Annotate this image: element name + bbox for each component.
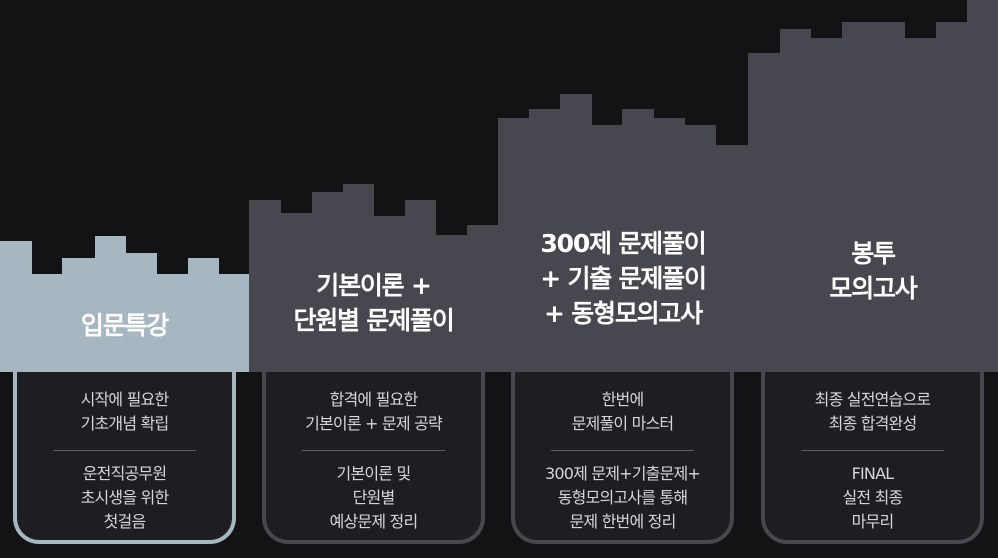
stage-1-title-line: 입문특강	[80, 311, 169, 340]
stage-3-detail: 300제 문제+기출문제+ 동형모의고사를 통해 문제 한번에 정리	[515, 462, 730, 534]
stage-3-title-line: 300제 문제풀이	[540, 229, 706, 258]
stage-4-title: 봉투 모의고사	[748, 236, 998, 306]
stage-3-title-line: + 동형모의고사	[543, 299, 703, 328]
summary-line: 시작에 필요한	[80, 390, 170, 409]
stage-3-summary: 한번에 문제풀이 마스터	[515, 388, 730, 436]
card-divider	[53, 450, 196, 451]
summary-line: 기초개념 확립	[80, 414, 170, 433]
stage-2-summary: 합격에 필요한 기본이론 + 문제 공략	[266, 388, 481, 436]
detail-line: 첫걸음	[103, 512, 147, 531]
stage-1-summary: 시작에 필요한 기초개념 확립	[17, 388, 232, 436]
stage-4-detail: FINAL 실전 최종 마무리	[765, 462, 980, 534]
card-divider	[801, 450, 944, 451]
summary-line: 합격에 필요한	[329, 390, 419, 409]
summary-line: 한번에	[601, 390, 645, 409]
stage-3-block	[498, 94, 748, 372]
stage-1-card: 시작에 필요한 기초개념 확립 운전직공무원 초시생을 위한 첫걸음	[13, 372, 236, 544]
summary-line: 문제풀이 마스터	[571, 414, 675, 433]
summary-line: 최종 합격완성	[828, 414, 918, 433]
card-divider	[551, 450, 694, 451]
detail-line: 단원별	[352, 488, 396, 507]
detail-line: 문제 한번에 정리	[569, 512, 676, 531]
summary-line: 기본이론 + 문제 공략	[305, 414, 443, 433]
stage-3-title: 300제 문제풀이 + 기출 문제풀이 + 동형모의고사	[498, 226, 748, 331]
stage-2-card: 합격에 필요한 기본이론 + 문제 공략 기본이론 및 단원별 예상문제 정리	[262, 372, 485, 544]
detail-line: 실전 최종	[842, 488, 904, 507]
card-divider	[302, 450, 445, 451]
detail-line: 예상문제 정리	[329, 512, 419, 531]
stage-2-title: 기본이론 + 단원별 문제풀이	[249, 268, 498, 338]
stage-4-title-line: 봉투	[851, 239, 896, 268]
stage-2-title-line: 단원별 문제풀이	[293, 306, 454, 335]
detail-line: 기본이론 및	[336, 464, 412, 483]
stage-4-summary: 최종 실전연습으로 최종 합격완성	[765, 388, 980, 436]
detail-line: 운전직공무원	[82, 464, 167, 483]
summary-line: 최종 실전연습으로	[814, 390, 931, 409]
detail-line: 동형모의고사를 통해	[557, 488, 688, 507]
stage-1-block	[0, 236, 249, 372]
stage-4-block	[748, 0, 998, 372]
stage-1-detail: 운전직공무원 초시생을 위한 첫걸음	[17, 462, 232, 534]
stage-2-block	[249, 184, 498, 372]
stage-2-detail: 기본이론 및 단원별 예상문제 정리	[266, 462, 481, 534]
detail-line: 300제 문제+기출문제+	[544, 464, 701, 483]
detail-line: 마무리	[851, 512, 895, 531]
detail-line: 초시생을 위한	[80, 488, 170, 507]
stage-1-title: 입문특강	[0, 308, 249, 343]
stage-3-title-line: + 기출 문제풀이	[540, 264, 707, 293]
stage-3-card: 한번에 문제풀이 마스터 300제 문제+기출문제+ 동형모의고사를 통해 문제…	[511, 372, 734, 544]
detail-line: FINAL	[851, 464, 895, 483]
stage-2-title-line: 기본이론 +	[316, 271, 432, 300]
stage-4-card: 최종 실전연습으로 최종 합격완성 FINAL 실전 최종 마무리	[761, 372, 984, 544]
stage-4-title-line: 모의고사	[829, 274, 917, 303]
